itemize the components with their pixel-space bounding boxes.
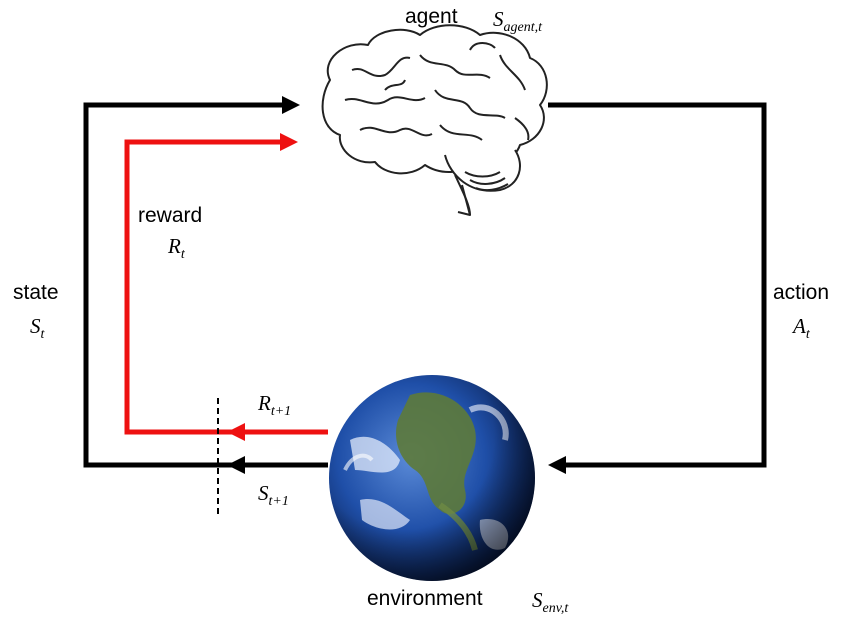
action-arrow-line: [548, 102, 767, 468]
action-label: action: [773, 281, 829, 304]
reward-symbol: Rt: [167, 234, 186, 262]
earth-globe-icon: [329, 375, 535, 581]
action-loop: [548, 102, 767, 474]
agent-state-symbol: Sagent,t: [493, 7, 543, 35]
next-state-symbol: St+1: [258, 481, 289, 509]
next-reward-symbol: Rt+1: [257, 391, 291, 419]
action-symbol: At: [791, 314, 811, 342]
next-reward-arrowhead: [227, 423, 245, 441]
next-state-arrowhead: [227, 456, 245, 474]
reward-loop: [124, 133, 328, 441]
environment-state-symbol: Senv,t: [532, 588, 569, 616]
environment-label: environment: [367, 587, 483, 610]
reward-label: reward: [138, 204, 202, 227]
state-label: state: [13, 281, 59, 304]
state-arrowhead: [282, 96, 300, 114]
agent-label: agent: [405, 5, 458, 28]
reward-arrowhead: [280, 133, 298, 151]
state-symbol: St: [30, 314, 46, 342]
state-arrow-line: [83, 102, 328, 468]
reward-arrow-line: [124, 139, 328, 435]
brain-icon: [321, 24, 548, 216]
action-arrowhead: [548, 456, 566, 474]
state-loop: [83, 96, 328, 474]
